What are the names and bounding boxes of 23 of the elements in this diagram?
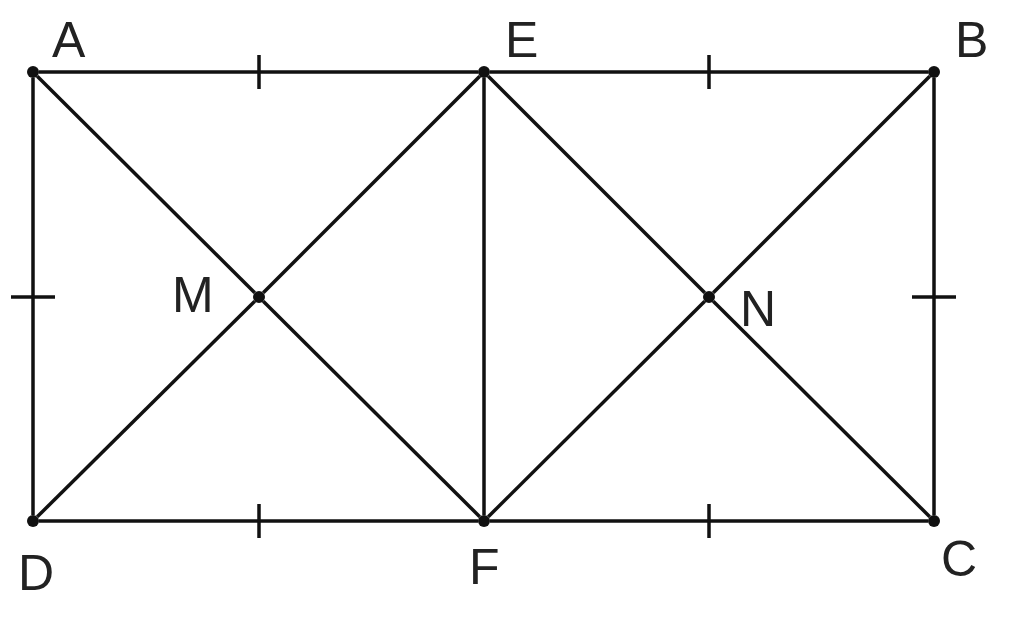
point-label: M <box>172 270 214 320</box>
line-segment <box>36 75 256 294</box>
line-segment <box>487 300 706 518</box>
line-segment <box>262 300 481 518</box>
line-segment <box>712 300 931 518</box>
line-segment <box>39 519 478 523</box>
point-label: E <box>505 15 539 65</box>
point-label: D <box>18 548 55 598</box>
line-segment <box>490 519 928 523</box>
point-label: N <box>740 284 777 334</box>
line-segment <box>31 78 35 515</box>
line-segment <box>932 78 936 515</box>
line-segment <box>36 299 256 519</box>
line-segment <box>487 75 706 294</box>
point-label: A <box>52 15 86 65</box>
line-segment <box>482 78 486 515</box>
line-segment <box>712 75 931 294</box>
point-label: F <box>469 542 500 592</box>
line-segment <box>262 75 481 294</box>
point-label: C <box>941 534 978 584</box>
point-label: B <box>955 15 989 65</box>
line-segment <box>39 70 478 74</box>
line-segment <box>490 70 928 74</box>
